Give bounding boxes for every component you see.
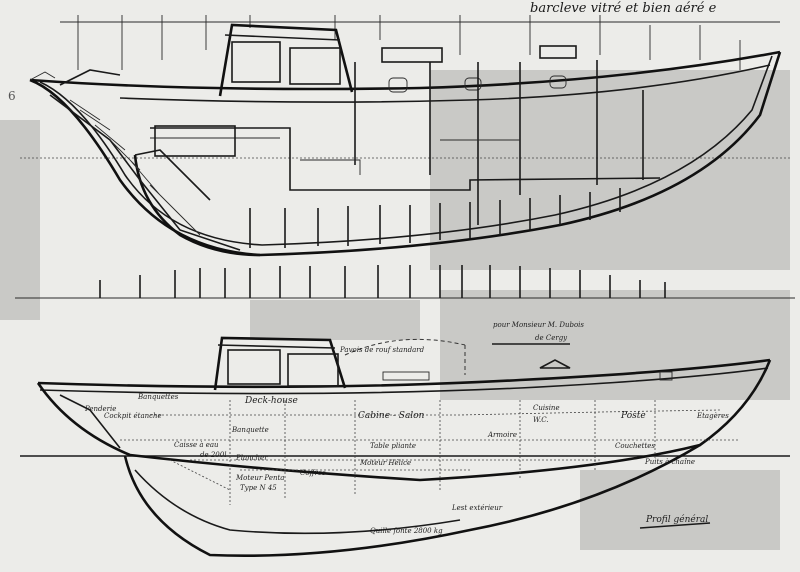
label-cockpit: Cockpit étanche bbox=[104, 412, 162, 420]
label-lest: Lest extérieur bbox=[451, 504, 503, 512]
label-couchettes: Couchettes bbox=[615, 442, 655, 450]
label-caisse-eau: Caisse à eau bbox=[174, 441, 219, 449]
frame-ticks bbox=[249, 188, 621, 248]
label-puits-chaine: Puits à chaîne bbox=[644, 458, 695, 466]
label-penderie: Penderie bbox=[84, 405, 116, 413]
bleed-through-text bbox=[0, 70, 790, 550]
label-roof-note: Pavois de rouf standard bbox=[339, 346, 425, 354]
label-table-pliante: Table pliante bbox=[370, 442, 416, 450]
label-poste: Poste bbox=[620, 411, 646, 421]
label-moteur: Moteur Penta bbox=[235, 474, 284, 482]
label-caisse-eau-vol: de 200l bbox=[200, 451, 226, 459]
title-line-1: pour Monsieur M. Dubois bbox=[493, 321, 584, 329]
label-cabin-salon: Cabine - Salon bbox=[358, 411, 425, 421]
label-wc: W.C. bbox=[533, 416, 549, 424]
label-lest-poids: Quille fonte 2800 kg bbox=[370, 527, 443, 535]
margin-note: 6 bbox=[8, 89, 16, 103]
label-coffres: Coffres bbox=[300, 469, 326, 477]
label-banquette: Banquette bbox=[231, 426, 269, 434]
label-cuisine: Cuisine bbox=[533, 404, 560, 412]
label-bannettes: Banquettes bbox=[137, 393, 179, 401]
label-deck-house: Deck-house bbox=[244, 396, 298, 406]
drawing-caption: Profil général bbox=[645, 514, 708, 525]
label-moteur-type: Type N 45 bbox=[240, 484, 277, 492]
profile-view bbox=[20, 336, 790, 557]
label-plancher: Plancher bbox=[235, 454, 268, 462]
frame-stations-row bbox=[15, 265, 795, 299]
label-armoire: Armoire bbox=[487, 431, 517, 439]
label-etagere: Etagères bbox=[696, 412, 729, 420]
station-lines-top bbox=[77, 15, 741, 70]
title-line-2: de Cergy bbox=[535, 334, 568, 342]
corner-text: barcleve vitré et bien aéré e bbox=[530, 1, 717, 16]
label-moteur-helice: Moteur Hélice bbox=[359, 459, 411, 467]
